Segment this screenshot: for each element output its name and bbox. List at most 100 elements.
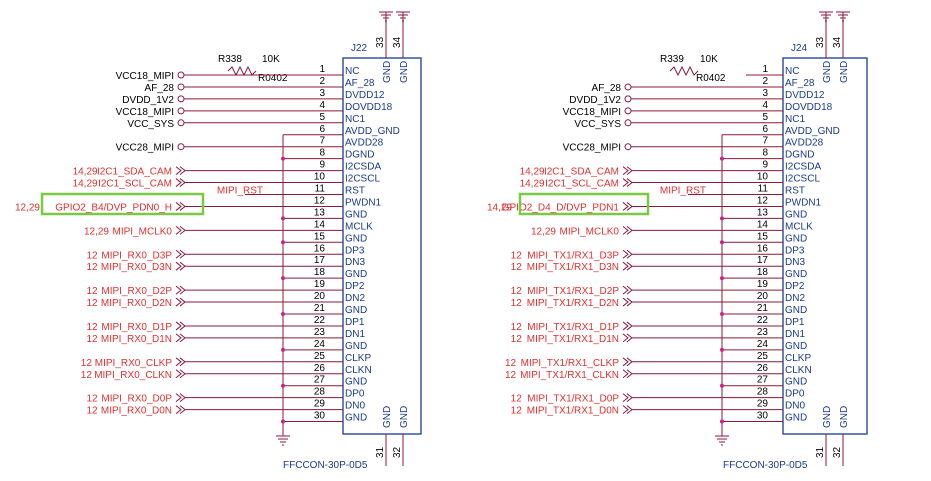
pin-name: RST: [785, 186, 805, 197]
offpage-arrow-icon: [175, 369, 186, 379]
net-label: MIPI_TX1/RX1_D0P: [527, 394, 619, 405]
pin-name: AVDD_GND: [345, 126, 400, 137]
offpage-arrow-icon: [622, 166, 633, 175]
pin-name: GND: [785, 209, 807, 220]
sheet-ref: 12,29: [84, 226, 109, 237]
pin-number: 33: [375, 36, 386, 48]
power-port-icon: [624, 143, 632, 151]
pin-name: DN3: [345, 257, 365, 268]
pin-number: 28: [757, 387, 769, 398]
ground-symbol: [379, 11, 393, 22]
pin-number: 6: [762, 124, 768, 135]
pin-number: 25: [314, 351, 326, 362]
net-label: MIPI_RX0_D0P: [101, 394, 172, 405]
pin-number: 18: [314, 267, 326, 278]
offpage-arrow-icon: [622, 321, 633, 331]
power-port-icon: [177, 95, 185, 103]
junction-dot: [281, 312, 285, 316]
net-label: MIPI_TX1/RX1_D2N: [527, 298, 619, 309]
pin-number: 11: [315, 184, 326, 195]
net-label: I2C1_SDA_CAM: [97, 167, 172, 178]
pin-number: 13: [314, 207, 326, 218]
sheet-ref: 14,29: [520, 179, 545, 190]
pin-name: DP2: [345, 281, 365, 292]
pin-number: 18: [757, 267, 769, 278]
pin-number: 11: [758, 184, 769, 195]
net-label: VCC_SYS: [574, 119, 621, 130]
pin-name: I2CSDA: [345, 162, 381, 173]
power-port-icon: [624, 95, 632, 103]
pin-name: MCLK: [785, 221, 813, 232]
pin-name: DOVDD18: [345, 102, 393, 113]
offpage-arrow-icon: [622, 405, 633, 414]
sheet-ref: 12: [86, 298, 98, 309]
pin-number: 5: [319, 112, 325, 123]
pin-number: 12: [757, 195, 769, 206]
pin-number: 2: [319, 76, 325, 87]
offpage-arrow-icon: [175, 405, 186, 414]
pin-name: CLKP: [345, 353, 371, 364]
junction-dot: [720, 216, 724, 221]
pin-name: GND: [785, 341, 807, 352]
offpage-arrow-icon: [622, 202, 633, 211]
sheet-ref: 12: [511, 250, 523, 261]
sheet-ref: 12: [511, 286, 523, 297]
pin-name: GND: [785, 377, 807, 388]
resistor-ref: R339: [660, 54, 684, 65]
junction-dot: [720, 419, 724, 424]
pin-number: 17: [314, 255, 326, 266]
pin-number: 4: [762, 100, 768, 111]
net-label: MIPI_RST: [660, 186, 706, 197]
pin-name: AVDD28: [785, 138, 824, 149]
pin-number: 31: [815, 446, 826, 458]
net-label: VCC18_MIPI: [563, 107, 621, 118]
power-port-icon: [177, 119, 185, 127]
connector-left: J2233GND34GND31GND32GNDNC1AF_282DVDD123D…: [15, 11, 422, 471]
sheet-ref: 12: [86, 406, 98, 417]
pin-name: DN0: [345, 401, 365, 412]
net-mipi-rst: MIPI_RST: [217, 186, 303, 197]
pin-name: DGND: [785, 150, 814, 161]
junction-dot: [281, 419, 285, 424]
pin-number: 26: [314, 363, 326, 374]
pin-name: DP3: [345, 245, 365, 256]
net-label: MIPI_RX0_D1N: [101, 334, 172, 345]
pin-number: 25: [757, 351, 769, 362]
sheet-ref: 12: [511, 406, 523, 417]
pin-number: 3: [319, 88, 325, 99]
net-vcc18-mipi: VCC18_MIPI: [116, 107, 303, 118]
pin-number: 32: [832, 446, 843, 458]
pin-name: CLKP: [785, 353, 811, 364]
pin-gnd-label: GND: [822, 61, 833, 83]
pin-number: 16: [757, 243, 769, 254]
pin-number: 20: [314, 291, 326, 302]
offpage-arrow-icon: [175, 202, 186, 211]
sheet-ref: 12: [505, 358, 517, 369]
offpage-arrow-icon: [622, 369, 633, 379]
net-vcc-sys: VCC_SYS: [127, 119, 303, 130]
net-vcc18-mipi: VCC18_MIPI: [116, 71, 303, 82]
sheet-ref: 12: [86, 250, 98, 261]
net-label: MIPI_RX0_D1P: [101, 322, 172, 333]
pin-name: NC1: [345, 114, 365, 125]
pin-number: 1: [762, 64, 768, 75]
pin-name: NC: [345, 66, 359, 77]
net-label: VCC18_MIPI: [116, 107, 174, 118]
pin-name: MCLK: [345, 221, 373, 232]
highlight-box: [518, 192, 650, 216]
pin-name: CLKN: [345, 365, 372, 376]
pin-name: DN2: [785, 293, 805, 304]
net-label: MIPI_TX1/RX1_D1P: [527, 322, 619, 333]
pin-name: AF_28: [345, 78, 375, 89]
net-label: AF_28: [592, 83, 622, 94]
pin-number: 10: [757, 172, 769, 183]
pin-name: DVDD12: [345, 90, 385, 101]
offpage-arrow-icon: [622, 261, 633, 271]
